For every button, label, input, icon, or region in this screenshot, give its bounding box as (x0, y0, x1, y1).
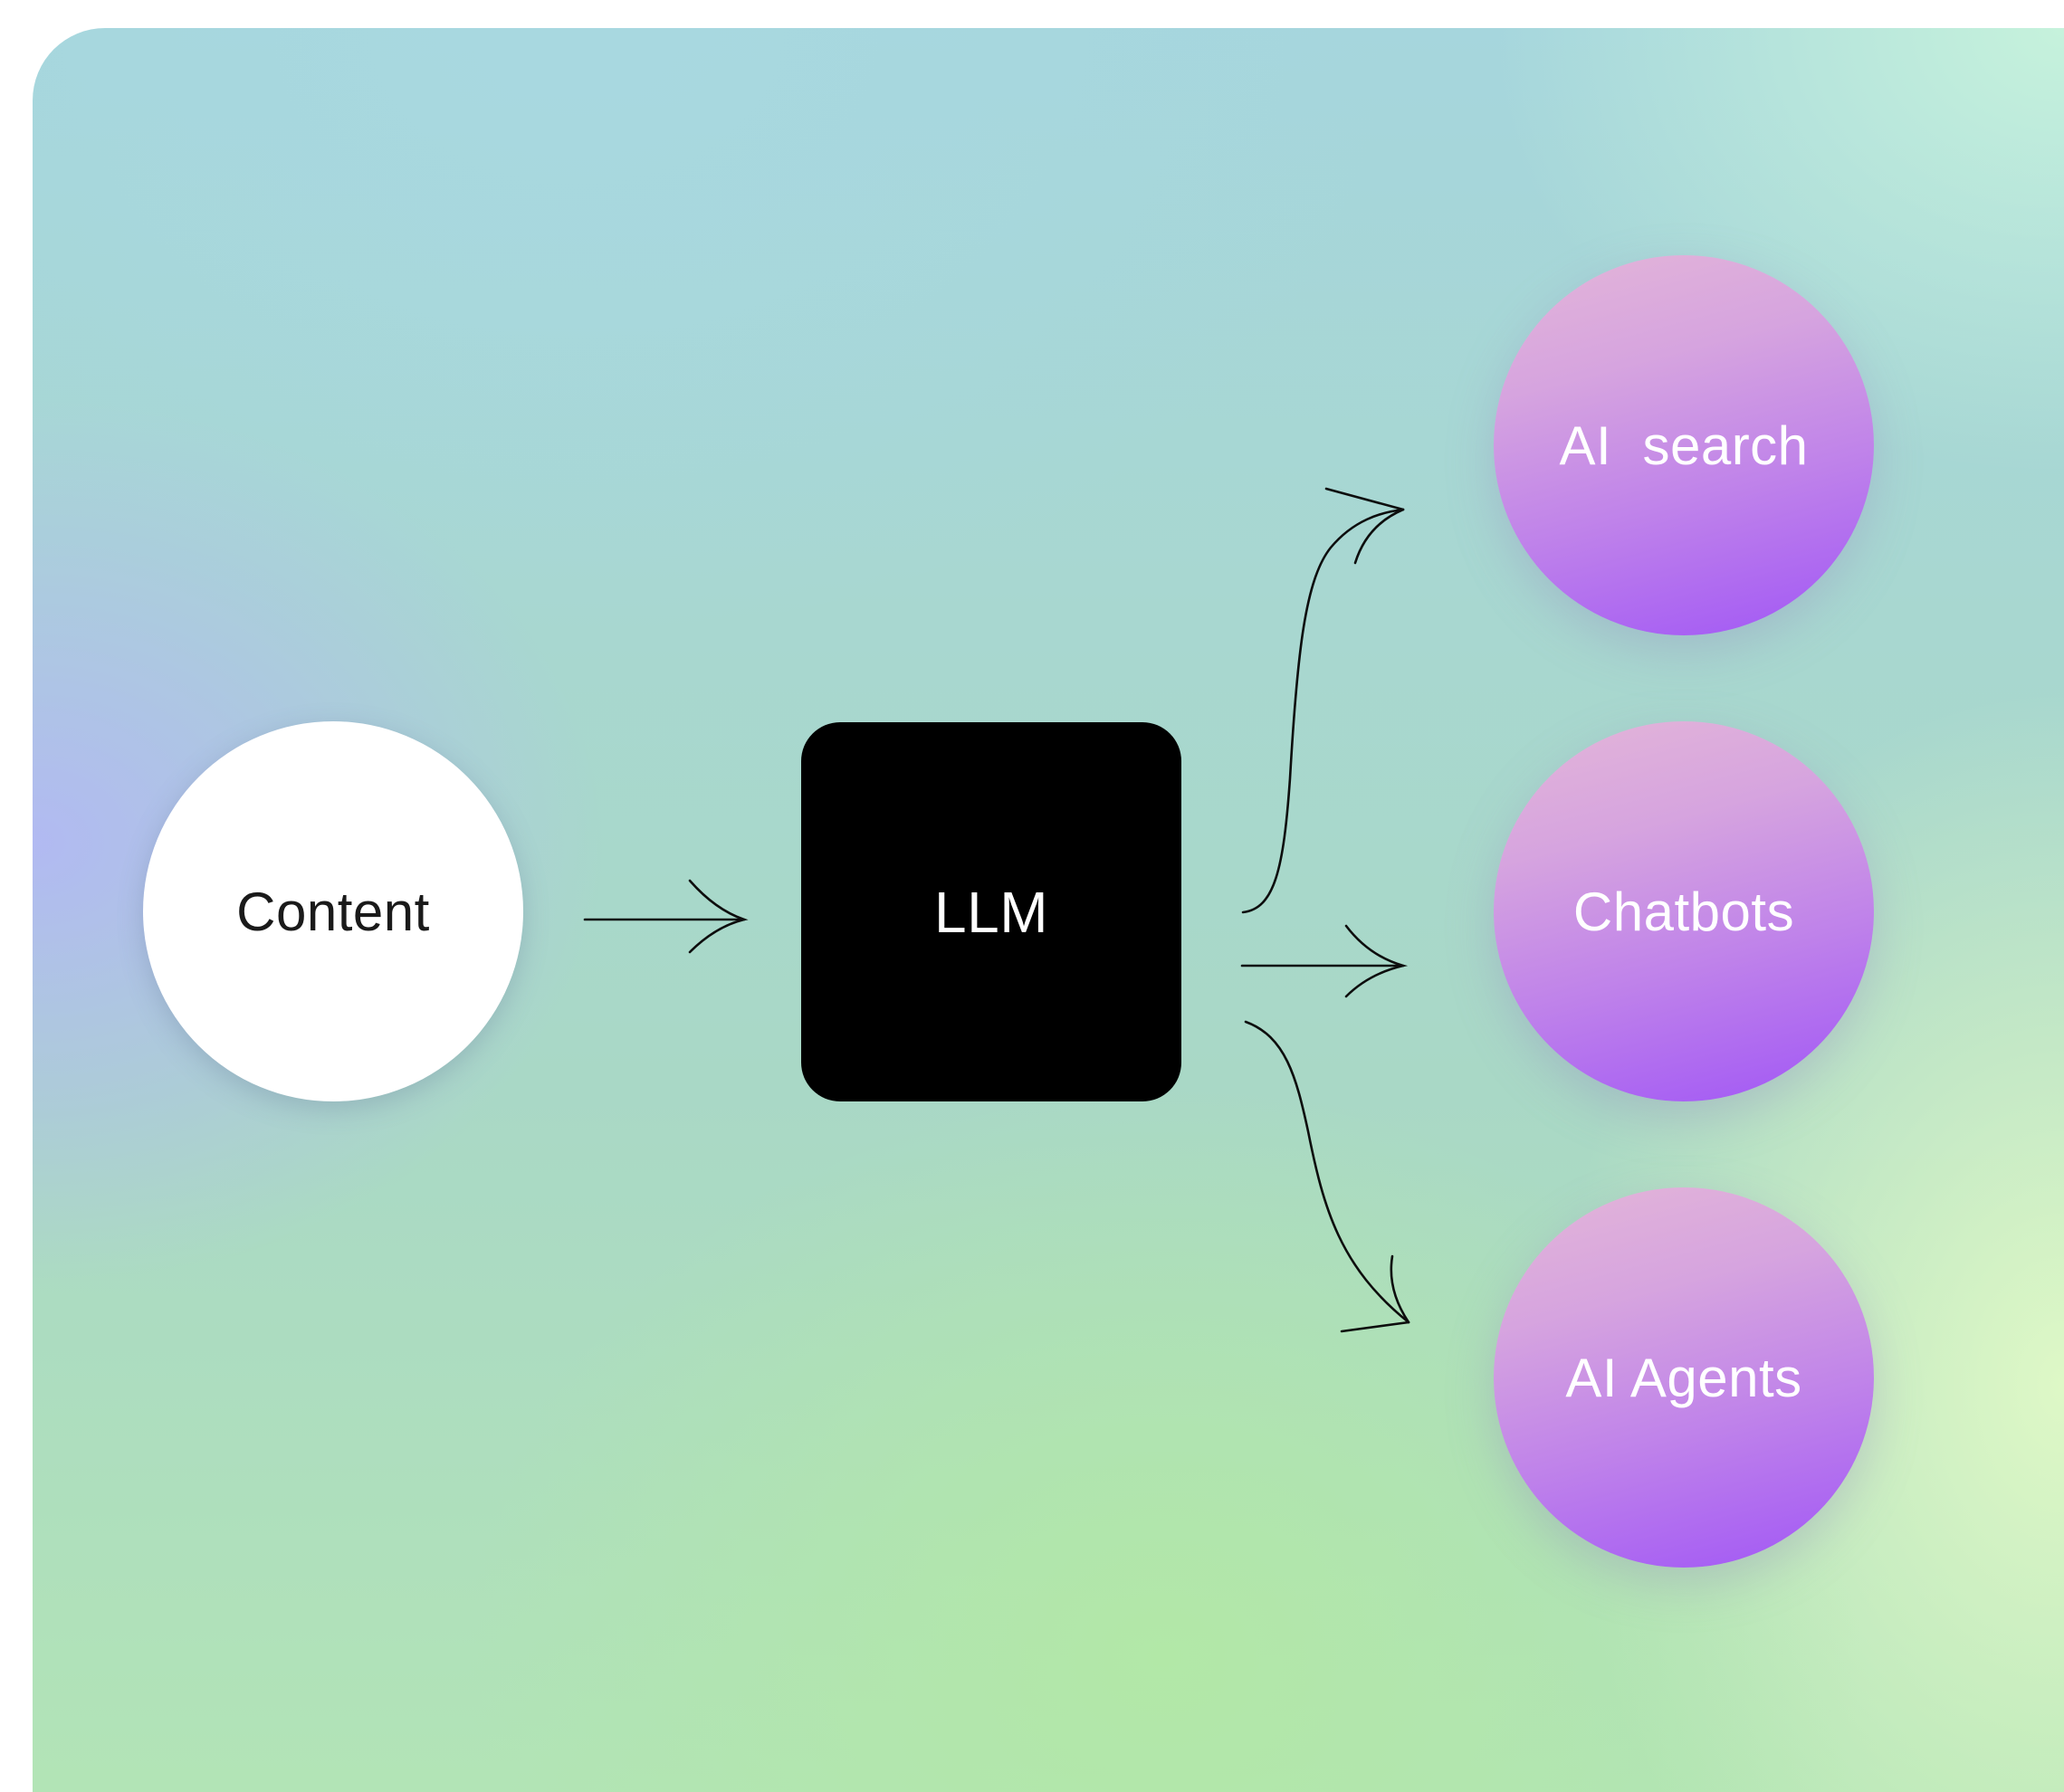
content-node-label: Content (236, 881, 430, 942)
diagram-card: Content LLM AI search Chatbots AI Agents (33, 28, 2064, 1792)
chatbots-label: Chatbots (1572, 881, 1795, 942)
ai-search-label: AI search (1559, 415, 1809, 476)
llm-node-label: LLM (934, 879, 1048, 945)
chatbots-node: Chatbots (1494, 721, 1874, 1101)
ai-search-node: AI search (1494, 255, 1874, 635)
ai-agents-node: AI Agents (1494, 1187, 1874, 1568)
content-node: Content (143, 721, 523, 1101)
llm-node: LLM (801, 722, 1181, 1101)
ai-agents-label: AI Agents (1565, 1347, 1802, 1408)
